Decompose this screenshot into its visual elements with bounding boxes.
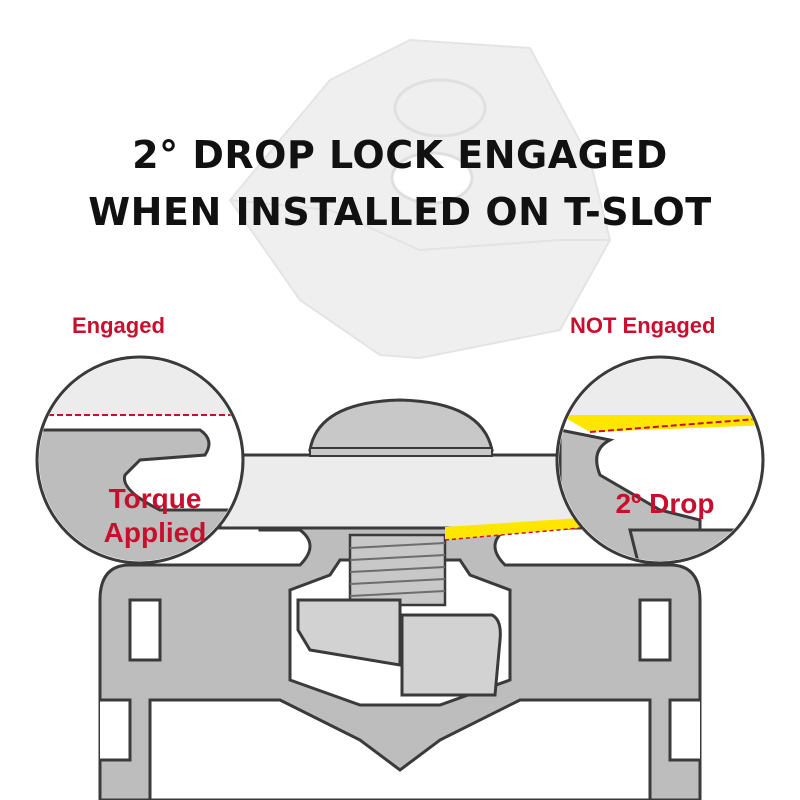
title-line-1: 2° DROP LOCK ENGAGED	[132, 133, 668, 177]
mounting-plate	[218, 453, 582, 541]
background-nut-ghost	[228, 38, 612, 360]
title-line-2: WHEN INSTALLED ON T-SLOT	[88, 190, 712, 234]
label-not-engaged: NOT Engaged	[570, 313, 716, 338]
magnifier-not-engaged	[555, 355, 765, 565]
callout-torque-line-1: Torque	[108, 483, 202, 514]
callout-drop: 2º Drop	[615, 488, 715, 519]
callout-torque-applied: Torque Applied	[70, 482, 240, 550]
t-slot-profile	[98, 518, 702, 800]
t-nut	[296, 598, 502, 697]
screw-head	[308, 398, 494, 457]
screw-shaft	[348, 533, 447, 607]
callout-torque-line-2: Applied	[103, 517, 207, 548]
magnifier-engaged	[35, 355, 245, 565]
label-engaged: Engaged	[72, 313, 165, 338]
